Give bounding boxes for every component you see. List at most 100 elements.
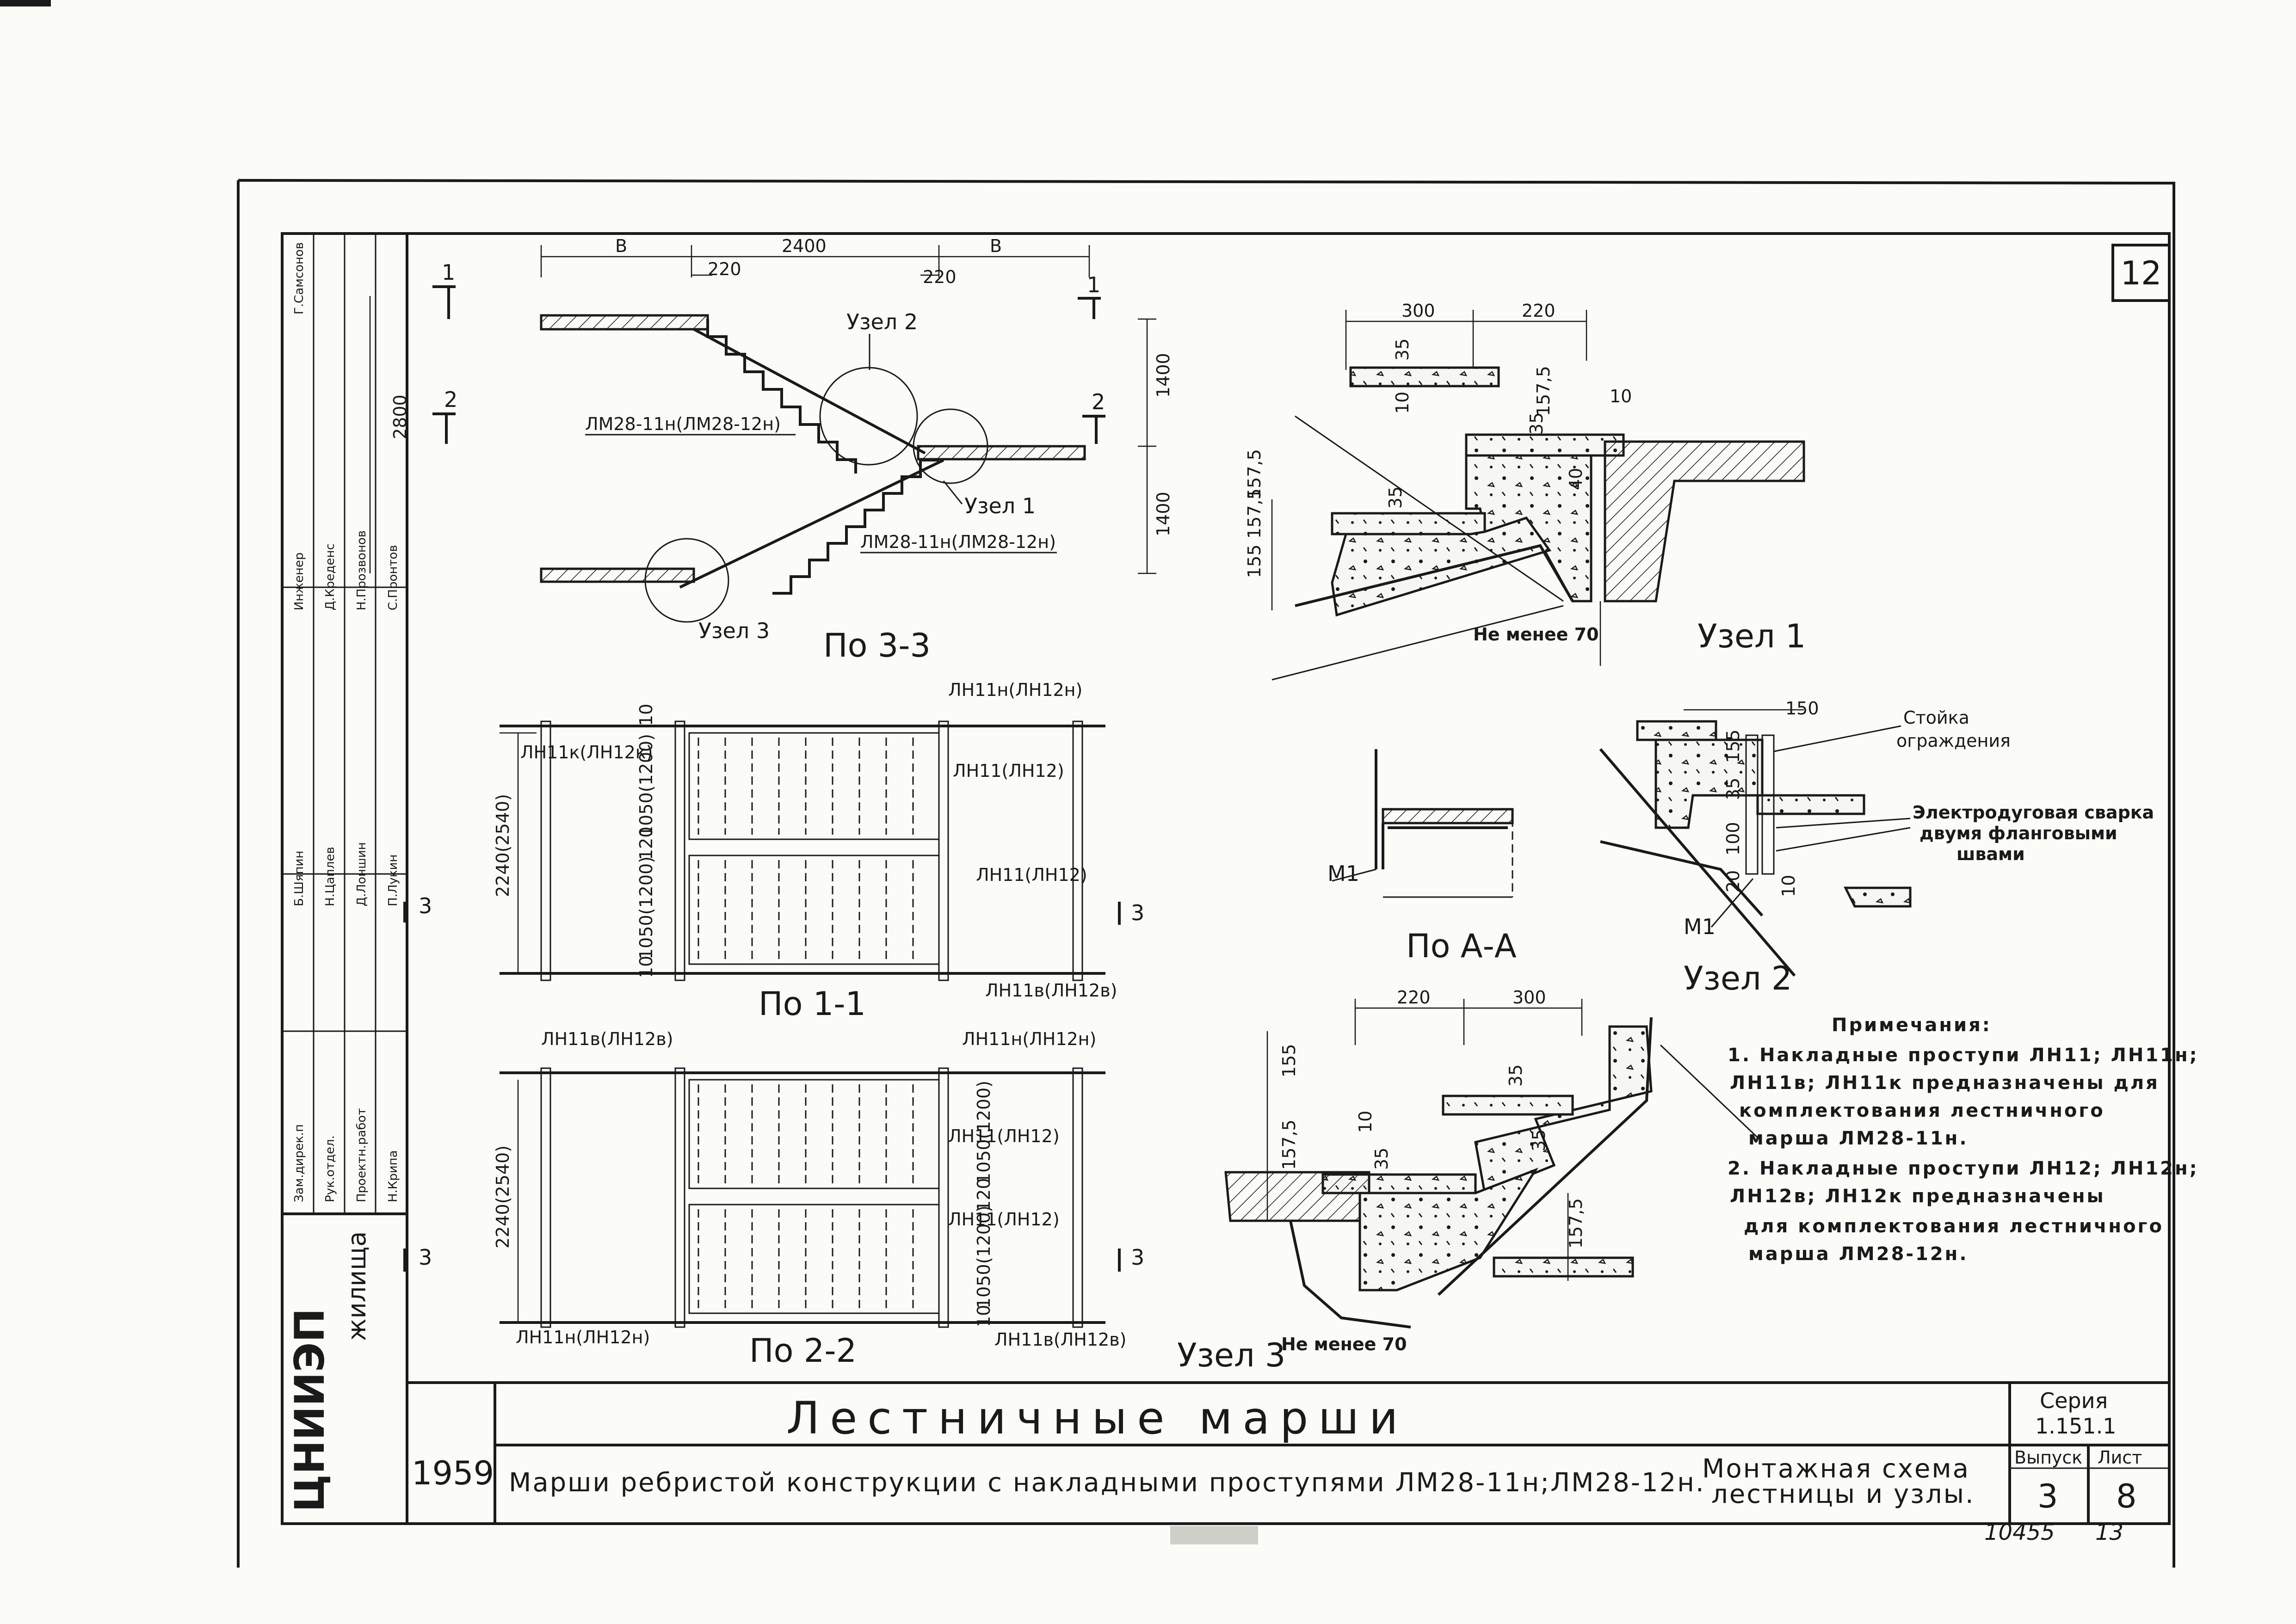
svg-text:2800: 2800: [390, 394, 410, 439]
svg-text:ЛН11н(ЛН12н): ЛН11н(ЛН12н): [948, 680, 1082, 700]
svg-text:для комплектования лестничного: для комплектования лестничного: [1744, 1216, 2164, 1237]
svg-text:20: 20: [1723, 870, 1743, 892]
stamp-entry: Н.Крипа: [386, 1150, 400, 1202]
plan-1-1: 2240(2540) 10 1050(1200) 120 1050(1200) …: [403, 680, 1144, 1023]
svg-text:220: 220: [923, 267, 957, 287]
svg-text:10: 10: [974, 1305, 994, 1327]
section-3-3: В 2400 В 220 220 2800 1400 1400 1 1: [369, 236, 1173, 664]
svg-text:1. Накладные проступи ЛН11; ЛН: 1. Накладные проступи ЛН11; ЛН11н;: [1728, 1045, 2199, 1066]
svg-text:1050(1200): 1050(1200): [636, 856, 656, 960]
caption-plan-2-2: По 2-2: [749, 1332, 857, 1370]
svg-text:100: 100: [1723, 822, 1743, 855]
svg-text:150: 150: [1785, 698, 1819, 719]
svg-text:ограждения: ограждения: [1896, 731, 2011, 751]
svg-text:Узел 3: Узел 3: [698, 618, 770, 643]
svg-text:10: 10: [636, 956, 656, 978]
svg-text:3: 3: [419, 893, 432, 918]
stamp-entry: Рук.отдел.: [323, 1135, 337, 1202]
svg-text:В: В: [615, 236, 627, 256]
svg-text:10: 10: [1778, 875, 1799, 897]
svg-text:Примечания:: Примечания:: [1832, 1015, 1992, 1036]
svg-text:12: 12: [2120, 254, 2161, 292]
svg-text:Стойка: Стойка: [1903, 707, 1969, 728]
svg-text:10: 10: [636, 704, 656, 726]
svg-text:Лист: Лист: [2098, 1447, 2142, 1468]
stamp-entry: Н.Прозвонов: [355, 530, 369, 610]
svg-text:35: 35: [1723, 778, 1743, 800]
svg-text:1050(1200): 1050(1200): [636, 734, 656, 837]
stamp-entry: Н.Цаплев: [323, 847, 337, 906]
svg-text:3: 3: [2037, 1477, 2058, 1515]
stamp-entry: Инженер: [292, 553, 306, 610]
year: 1959: [412, 1454, 494, 1492]
node-3: 220 300 155 35 10 157,5 35 35 157,5 Не м…: [1177, 987, 1759, 1374]
svg-text:2240(2540): 2240(2540): [493, 794, 513, 897]
stamp-entry: С.Пронтов: [386, 545, 400, 610]
svg-text:ЛМ28-11н(ЛМ28-12н): ЛМ28-11н(ЛМ28-12н): [585, 414, 781, 434]
svg-text:8: 8: [2116, 1477, 2137, 1515]
svg-text:3: 3: [1131, 900, 1144, 925]
svg-text:3: 3: [419, 1245, 432, 1270]
org-subname: жилища: [342, 1231, 371, 1341]
stamp-entry: П.Лукин: [386, 855, 400, 906]
svg-text:ЛН11н(ЛН12н): ЛН11н(ЛН12н): [516, 1327, 650, 1347]
svg-text:35: 35: [1385, 486, 1406, 509]
svg-text:1050(1200): 1050(1200): [974, 1081, 994, 1184]
caption-section-3-3: По 3-3: [823, 627, 931, 664]
svg-text:1: 1: [442, 260, 455, 285]
svg-text:ЛН11(ЛН12): ЛН11(ЛН12): [953, 761, 1064, 781]
svg-text:300: 300: [1512, 987, 1546, 1008]
svg-text:ЛН11в(ЛН12в): ЛН11в(ЛН12в): [994, 1329, 1126, 1350]
svg-text:10: 10: [1355, 1111, 1376, 1133]
svg-text:ЛН11(ЛН12): ЛН11(ЛН12): [948, 1209, 1060, 1230]
svg-text:35: 35: [1506, 1064, 1526, 1087]
svg-text:комплектования лестничного: комплектования лестничного: [1739, 1100, 2105, 1121]
caption-node-2: Узел 2: [1684, 960, 1792, 997]
main-title: Лестничные марши: [786, 1392, 1408, 1444]
svg-text:М1: М1: [1684, 914, 1716, 939]
svg-text:120: 120: [974, 1178, 994, 1212]
svg-text:35: 35: [1529, 1129, 1549, 1151]
org-logo-box: [281, 1212, 408, 1525]
svg-text:ЛН11(ЛН12): ЛН11(ЛН12): [976, 865, 1087, 885]
svg-text:2. Накладные проступи ЛН12; ЛН: 2. Накладные проступи ЛН12; ЛН12н;: [1728, 1158, 2199, 1179]
svg-text:1050(1200): 1050(1200): [974, 1206, 994, 1309]
svg-text:М1: М1: [1327, 861, 1359, 886]
svg-text:Электродуговая сварка: Электродуговая сварка: [1913, 802, 2154, 823]
caption-section-a-a: По А-А: [1406, 927, 1517, 965]
svg-text:157,5: 157,5: [1244, 449, 1265, 499]
svg-text:двумя фланговыми: двумя фланговыми: [1920, 823, 2117, 843]
svg-text:ЛМ28-11н(ЛМ28-12н): ЛМ28-11н(ЛМ28-12н): [860, 532, 1056, 552]
svg-text:2: 2: [1092, 389, 1105, 414]
svg-text:Серия: Серия: [2040, 1388, 2108, 1413]
org-name: ЦНИИЭП: [286, 1308, 333, 1512]
svg-text:157,5: 157,5: [1533, 366, 1554, 416]
svg-text:220: 220: [708, 259, 741, 279]
svg-text:35: 35: [1371, 1148, 1392, 1170]
svg-text:220: 220: [1397, 987, 1431, 1008]
section-a-a: М1 По А-А: [1327, 749, 1517, 965]
svg-text:В: В: [990, 236, 1002, 256]
svg-text:155: 155: [1723, 729, 1743, 763]
svg-text:1: 1: [1087, 272, 1100, 297]
notes: Примечания: 1. Накладные проступи ЛН11; …: [1728, 1015, 2199, 1265]
svg-text:ЛН11н(ЛН12н): ЛН11н(ЛН12н): [962, 1029, 1096, 1049]
svg-text:40: 40: [1566, 468, 1586, 490]
caption-node-3: Узел 3: [1177, 1336, 1285, 1374]
svg-text:10: 10: [1610, 386, 1632, 406]
stamp-entry: Зам.дирек.п: [292, 1124, 306, 1202]
top-sheet-number: 12: [2111, 244, 2171, 302]
svg-text:ЛН11в(ЛН12в): ЛН11в(ЛН12в): [985, 980, 1117, 1001]
svg-text:ЛН11(ЛН12): ЛН11(ЛН12): [948, 1126, 1060, 1146]
svg-text:35: 35: [1392, 338, 1413, 361]
svg-text:157,5: 157,5: [1244, 488, 1265, 539]
svg-text:1.151.1: 1.151.1: [2035, 1414, 2117, 1439]
svg-text:2400: 2400: [782, 236, 827, 256]
svg-text:Выпуск: Выпуск: [2014, 1447, 2082, 1468]
svg-text:1400: 1400: [1153, 353, 1173, 398]
svg-text:швами: швами: [1957, 844, 2025, 864]
svg-text:1400: 1400: [1153, 492, 1173, 536]
node-2: 150 155 35 100 20 10 Стойка ограждения Э…: [1599, 698, 2154, 997]
svg-text:10: 10: [1392, 392, 1413, 414]
svg-text:157,5: 157,5: [1279, 1120, 1299, 1170]
